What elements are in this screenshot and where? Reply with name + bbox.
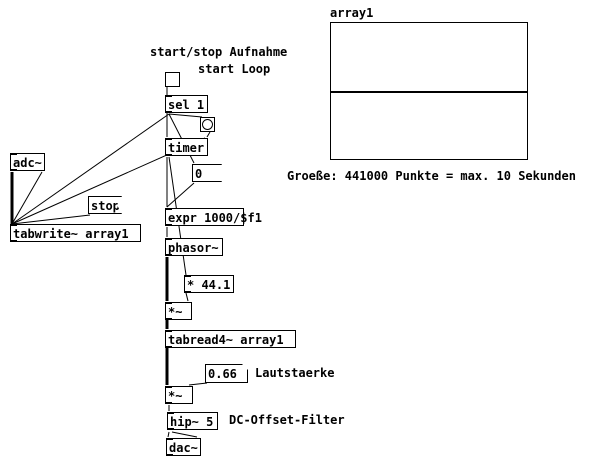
bang[interactable]	[200, 117, 215, 132]
hip-object[interactable]: hip~ 5	[167, 412, 218, 430]
dac-object[interactable]: dac~	[166, 438, 201, 456]
tabread4-object[interactable]: tabread4~ array1	[165, 330, 296, 348]
array-waveform	[331, 91, 527, 93]
phasor-object[interactable]: phasor~	[165, 238, 223, 256]
signal-multiply-volume-object[interactable]: *~	[165, 386, 193, 404]
multiply-44-1-object[interactable]: * 44.1	[184, 275, 234, 293]
comment-start-stop: start/stop Aufnahme	[150, 45, 288, 59]
comment-lautstaerke: Lautstaerke	[255, 366, 335, 380]
array-graph[interactable]	[330, 22, 528, 160]
volume-number[interactable]: 0.66	[205, 364, 248, 383]
expr-object[interactable]: expr 1000/$f1	[165, 208, 262, 226]
comment-dc-filter: DC-Offset-Filter	[229, 413, 345, 427]
number-zero[interactable]: 0	[192, 164, 222, 182]
sel-object[interactable]: sel 1	[165, 95, 208, 113]
comment-start-loop: start Loop	[198, 62, 271, 76]
tabwrite-object[interactable]: tabwrite~ array1	[10, 224, 141, 242]
timer-object[interactable]: timer	[165, 138, 208, 156]
signal-multiply-object[interactable]: *~	[165, 302, 192, 320]
toggle[interactable]	[165, 72, 180, 87]
adc-object[interactable]: adc~	[10, 153, 45, 171]
comment-groesse: Groeße: 441000 Punkte = max. 10 Sekunden	[287, 169, 576, 183]
stop-message[interactable]: stop	[88, 196, 122, 214]
bang-circle-icon	[202, 119, 213, 130]
array-name: array1	[330, 6, 374, 20]
